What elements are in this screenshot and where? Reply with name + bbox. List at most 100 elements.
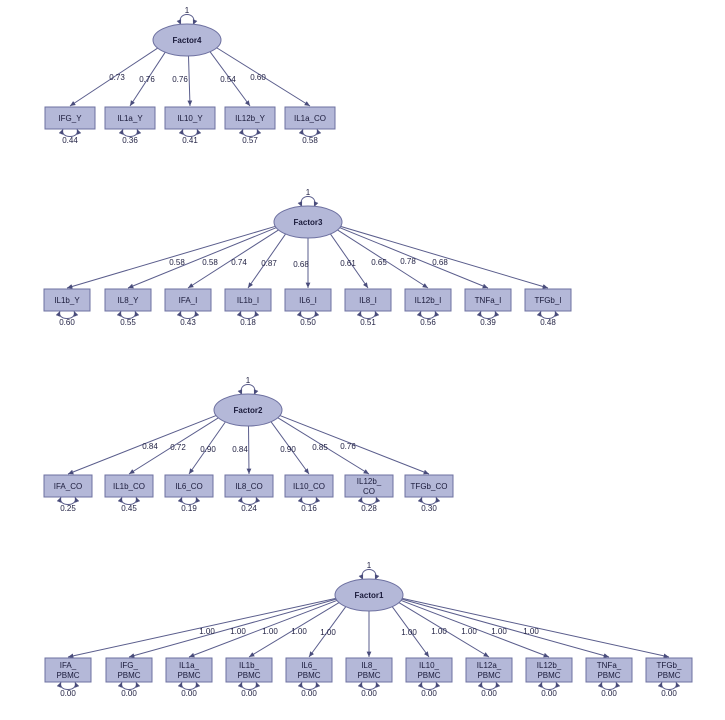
indicator-box[interactable] (645, 657, 693, 683)
indicator-box[interactable] (284, 474, 334, 498)
factor1-loading-arrow (188, 599, 338, 658)
error-variance-value: 0.00 (121, 689, 137, 698)
error-variance-loop (357, 496, 381, 505)
error-variance-loop (56, 681, 80, 690)
indicator-box[interactable] (404, 474, 454, 498)
error-variance-value: 0.36 (122, 136, 138, 145)
error-variance-loop (176, 310, 200, 319)
loading-value: 0.76 (139, 75, 155, 84)
loading-value: 0.54 (220, 75, 236, 84)
indicator-box[interactable] (285, 657, 333, 683)
indicator-box[interactable] (345, 657, 393, 683)
error-variance-loop (417, 496, 441, 505)
indicator-box[interactable] (524, 288, 572, 312)
factor1-loading-arrow (400, 599, 550, 658)
error-variance-loop (236, 310, 260, 319)
error-variance-value: 0.16 (301, 504, 317, 513)
loading-value: 1.00 (431, 627, 447, 636)
indicator-box[interactable] (224, 106, 276, 130)
indicator-box[interactable] (225, 657, 273, 683)
factor1-loading-arrow (67, 597, 337, 659)
factor1-ellipse[interactable] (334, 578, 404, 612)
indicator-label: TFGb_ (657, 661, 682, 670)
error-variance-loop (298, 128, 322, 137)
indicator-box[interactable] (284, 288, 332, 312)
loading-value: 0.65 (371, 258, 387, 267)
factor3-ellipse[interactable] (273, 205, 343, 239)
loading-value: 0.58 (169, 258, 185, 267)
indicator-box[interactable] (585, 657, 633, 683)
indicator-box[interactable] (165, 657, 213, 683)
error-variance-loop (238, 128, 262, 137)
loading-value: 0.84 (232, 445, 248, 454)
factor4-loading-arrow (209, 51, 251, 107)
indicator-box[interactable] (224, 474, 274, 498)
indicator-box[interactable] (284, 106, 336, 130)
error-variance-loop (58, 128, 82, 137)
factor4-loading-arrow (69, 47, 159, 107)
indicator-box[interactable] (344, 288, 392, 312)
indicator-box[interactable] (164, 106, 216, 130)
indicator-box[interactable] (465, 657, 513, 683)
loading-value: 1.00 (230, 627, 246, 636)
indicator-box[interactable] (104, 106, 156, 130)
factor4-variance-label: 1 (185, 6, 190, 15)
indicator-box[interactable] (164, 288, 212, 312)
indicator-box[interactable] (44, 106, 96, 130)
indicator-box[interactable] (404, 288, 452, 312)
indicator-box[interactable] (344, 474, 394, 498)
factor1-loading-arrow (308, 606, 347, 658)
indicator-label: IL8_Y (118, 296, 140, 305)
loading-value: 1.00 (320, 628, 336, 637)
indicator-label: IL10_CO (293, 482, 325, 491)
indicator-label: TFGb_CO (411, 482, 448, 491)
indicator-box[interactable] (43, 474, 93, 498)
indicator-box[interactable] (525, 657, 573, 683)
indicator-box[interactable] (43, 288, 91, 312)
indicator-label: IL1b_CO (113, 482, 145, 491)
loading-value: 0.72 (170, 443, 186, 452)
error-variance-value: 0.00 (60, 689, 76, 698)
factor2-ellipse[interactable] (213, 393, 283, 427)
indicator-label: TFGb_I (534, 296, 561, 305)
indicator-box[interactable] (44, 657, 92, 683)
factor3-loading-arrow (329, 233, 369, 289)
indicator-label: PBMC (56, 671, 79, 680)
error-variance-value: 0.55 (120, 318, 136, 327)
factor1-variance-loop (358, 569, 380, 581)
indicator-label: PBMC (657, 671, 680, 680)
factor4-ellipse[interactable] (152, 23, 222, 57)
indicator-box[interactable] (164, 474, 214, 498)
error-variance-loop (657, 681, 681, 690)
loading-value: 1.00 (491, 627, 507, 636)
error-variance-value: 0.41 (182, 136, 198, 145)
indicator-box[interactable] (224, 288, 272, 312)
error-variance-value: 0.30 (421, 504, 437, 513)
error-variance-loop (117, 496, 141, 505)
indicator-box[interactable] (405, 657, 453, 683)
indicator-box[interactable] (104, 474, 154, 498)
indicator-label: IL6_ (301, 661, 317, 670)
factor3-variance-label: 1 (306, 188, 311, 197)
loading-value: 1.00 (401, 628, 417, 637)
error-variance-loop (417, 681, 441, 690)
indicator-box[interactable] (464, 288, 512, 312)
loading-value: 0.68 (432, 258, 448, 267)
loading-value: 0.61 (340, 259, 356, 268)
error-variance-loop (476, 310, 500, 319)
indicator-box[interactable] (105, 657, 153, 683)
indicator-label: IL10_ (419, 661, 440, 670)
indicator-label: IL1b_I (237, 296, 259, 305)
error-variance-loop (356, 310, 380, 319)
error-variance-value: 0.19 (181, 504, 197, 513)
factor1-loading-arrow (391, 606, 430, 658)
error-variance-loop (56, 496, 80, 505)
error-variance-value: 0.50 (300, 318, 316, 327)
indicator-box[interactable] (104, 288, 152, 312)
error-variance-value: 0.00 (301, 689, 317, 698)
error-variance-value: 0.57 (242, 136, 258, 145)
factor3-loading-arrow (247, 233, 287, 289)
factor2-loading-arrow (270, 421, 310, 475)
factor2-variance-loop (237, 384, 259, 396)
indicator-label: IFG_Y (58, 114, 82, 123)
